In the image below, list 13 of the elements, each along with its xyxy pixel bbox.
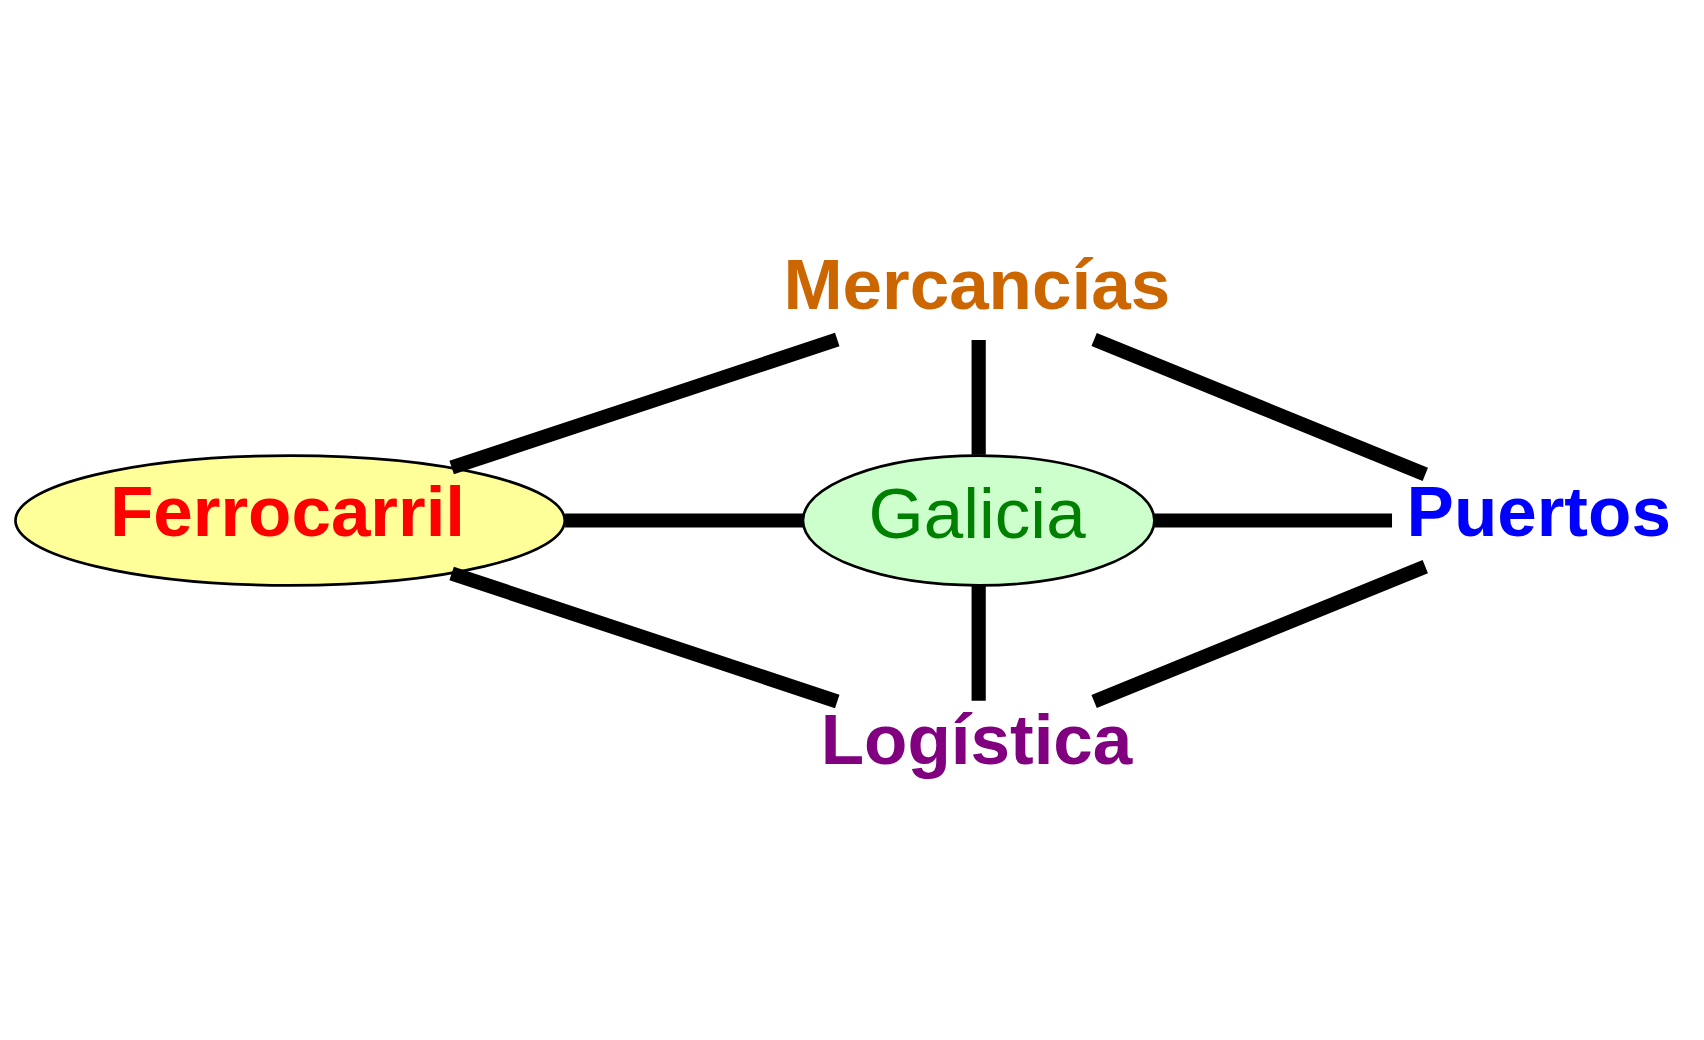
connector: [449, 566, 840, 708]
connector: [971, 585, 986, 701]
node-text: Mercancías: [783, 244, 1171, 324]
node-ellipse: Ferrocarril: [14, 453, 567, 587]
connector: [1091, 559, 1428, 708]
connector: [1154, 512, 1392, 528]
connector: [1091, 332, 1428, 481]
node-text: Logística: [820, 699, 1133, 779]
connector: [565, 512, 803, 528]
connector: [449, 332, 840, 474]
node-ellipse: Galicia: [801, 453, 1156, 587]
connector: [971, 339, 986, 455]
node-text: Puertos: [1406, 471, 1671, 551]
